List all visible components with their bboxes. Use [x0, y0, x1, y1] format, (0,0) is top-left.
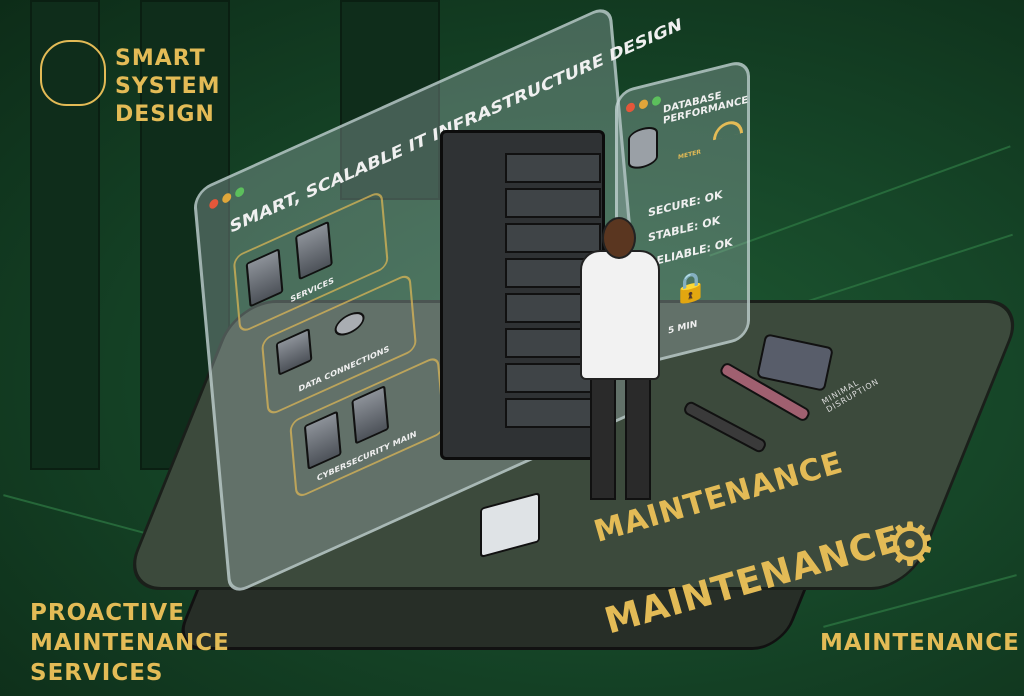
lock-shield-icon: 🔒	[673, 266, 708, 309]
brain-icon	[40, 40, 106, 106]
smart-system-design-title: SMART SYSTEM DESIGN	[115, 46, 221, 127]
maximize-dot	[652, 95, 661, 107]
minimize-dot	[639, 98, 648, 110]
rack-unit	[505, 363, 601, 393]
minimize-dot	[221, 191, 232, 205]
router-icon	[333, 307, 366, 341]
check-stable: STABLE: OK	[648, 213, 721, 245]
maximize-dot	[234, 185, 245, 199]
close-dot	[208, 197, 219, 211]
rack-unit	[505, 188, 601, 218]
services-label: SERVICES	[289, 275, 335, 305]
gear-shield-icon: ⚙	[883, 510, 937, 580]
background-server-rack	[340, 0, 440, 200]
maintenance-corner-title: MAINTENANCE	[820, 630, 1020, 656]
technician-body	[580, 250, 660, 380]
technician-leg	[625, 375, 651, 500]
gauge-icon	[713, 117, 743, 141]
timer-label: 5 MIN	[668, 319, 698, 337]
meter-label: METER	[678, 148, 701, 162]
rack-unit	[505, 223, 601, 253]
proactive-maintenance-title: PROACTIVE MAINTENANCE SERVICES	[30, 600, 230, 686]
technician-head	[602, 217, 636, 259]
close-dot	[626, 101, 635, 114]
rack-unit	[505, 153, 601, 183]
rack-unit	[505, 398, 601, 428]
technician-leg	[590, 375, 616, 500]
database-icon	[628, 124, 658, 172]
